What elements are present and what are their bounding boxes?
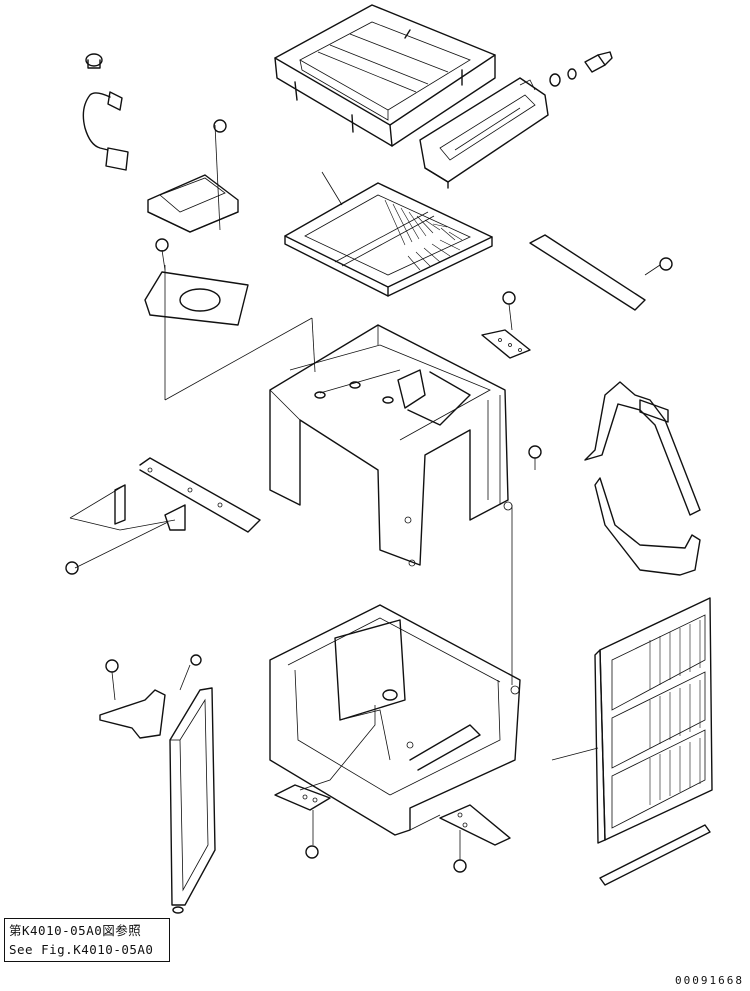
upper-housing	[270, 325, 512, 566]
reference-note-en: See Fig.K4010-05A0	[9, 942, 154, 957]
left-bracket	[66, 458, 260, 574]
controller-unit	[148, 120, 238, 270]
reference-note: 第K4010-05A0図参照 See Fig.K4010-05A0	[4, 918, 170, 962]
outlet-duct	[420, 78, 548, 188]
side-air-filter	[552, 598, 712, 843]
bracket-screw	[482, 292, 541, 685]
retainer-strap	[530, 235, 672, 310]
drawing-number: 00091668	[675, 974, 744, 987]
wire-harness	[83, 54, 128, 170]
upper-air-filter	[285, 172, 492, 296]
mounting-feet	[275, 785, 510, 872]
lower-housing	[270, 605, 520, 835]
top-cover-frame	[275, 5, 495, 146]
bolt-washer-set	[550, 52, 612, 86]
reference-note-jp: 第K4010-05A0図参照	[9, 923, 142, 938]
lower-left-clips	[100, 655, 201, 738]
condenser-panel	[170, 688, 215, 913]
seal-strip	[600, 825, 710, 885]
side-ducts	[585, 382, 700, 575]
gasket-plate	[145, 265, 315, 400]
